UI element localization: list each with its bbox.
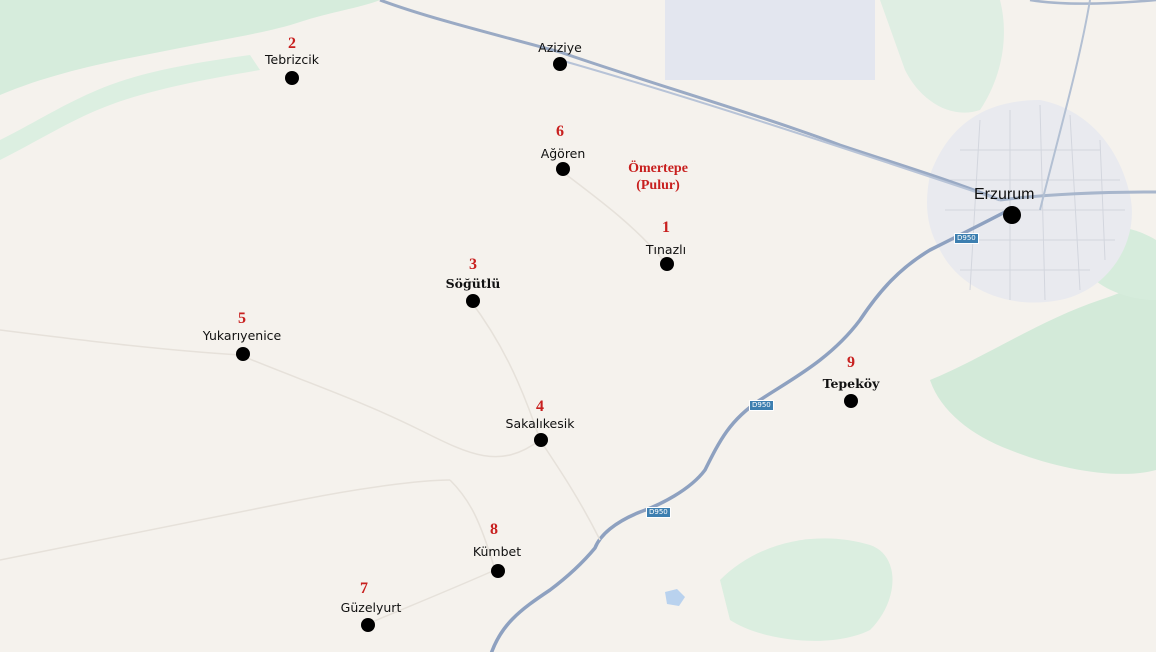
- place-marker-aziziye[interactable]: [553, 57, 567, 71]
- green-area-valley: [0, 55, 260, 160]
- place-label-tinazli: Tınazlı: [645, 242, 687, 257]
- green-area-northeast: [880, 0, 1004, 113]
- bottom-border: [0, 652, 1156, 657]
- highway-north: [379, 0, 1001, 202]
- site-label-line1: Ömertepe: [628, 161, 688, 176]
- place-number-kumbet: 8: [490, 521, 498, 538]
- place-label-guzelyurt: Güzelyurt: [340, 600, 402, 615]
- water-pond: [665, 589, 685, 606]
- highway-east: [999, 190, 1156, 202]
- place-label-agoren: Ağören: [540, 146, 586, 161]
- place-number-tebrizcik: 2: [288, 35, 296, 52]
- minor-roads: [0, 169, 668, 626]
- road-shield-d950: D950: [749, 400, 774, 411]
- place-marker-sakalikesik[interactable]: [534, 433, 548, 447]
- green-area-northwest: [0, 0, 380, 95]
- place-label-tebrizcik: Tebrizcik: [265, 52, 319, 67]
- place-label-erzurum: Erzurum: [974, 186, 1035, 203]
- place-label-sakalikesik: Sakalıkesik: [505, 416, 575, 431]
- road-shield-d950: D950: [954, 233, 979, 244]
- place-number-yukariyenice: 5: [238, 310, 246, 327]
- road-d950: [488, 210, 1006, 657]
- place-marker-guzelyurt[interactable]: [361, 618, 375, 632]
- site-label-line2: (Pulur): [636, 178, 680, 193]
- green-area-east: [930, 275, 1156, 474]
- place-marker-yukariyenice[interactable]: [236, 347, 250, 361]
- place-marker-agoren[interactable]: [556, 162, 570, 176]
- place-number-sogutlu: 3: [469, 256, 477, 273]
- place-number-sakalikesik: 4: [536, 398, 544, 415]
- road-north-city: [1039, 0, 1091, 211]
- railway-line: [559, 59, 1001, 201]
- road-shield-d950: D950: [646, 507, 671, 518]
- place-marker-tepekoy[interactable]: [844, 394, 858, 408]
- highway-northeast: [1029, 0, 1156, 5]
- place-marker-sogutlu[interactable]: [466, 294, 480, 308]
- place-number-agoren: 6: [556, 123, 564, 140]
- site-label-omertepe: Ömertepe (Pulur): [628, 160, 688, 194]
- place-label-aziziye: Aziziye: [538, 40, 582, 55]
- place-label-sogutlu: Söğütlü: [445, 276, 501, 291]
- place-label-tepekoy: Tepeköy: [822, 376, 880, 391]
- place-label-kumbet: Kümbet: [472, 544, 522, 559]
- place-number-guzelyurt: 7: [360, 580, 368, 597]
- place-label-yukariyenice: Yukarıyenice: [202, 328, 282, 343]
- green-area-southeast: [720, 538, 893, 641]
- place-marker-tinazli[interactable]: [660, 257, 674, 271]
- place-number-tinazli: 1: [662, 219, 670, 236]
- place-number-tepekoy: 9: [847, 354, 855, 371]
- place-marker-kumbet[interactable]: [491, 564, 505, 578]
- place-marker-erzurum[interactable]: [1003, 206, 1021, 224]
- airport-area: [665, 0, 875, 80]
- place-marker-tebrizcik[interactable]: [285, 71, 299, 85]
